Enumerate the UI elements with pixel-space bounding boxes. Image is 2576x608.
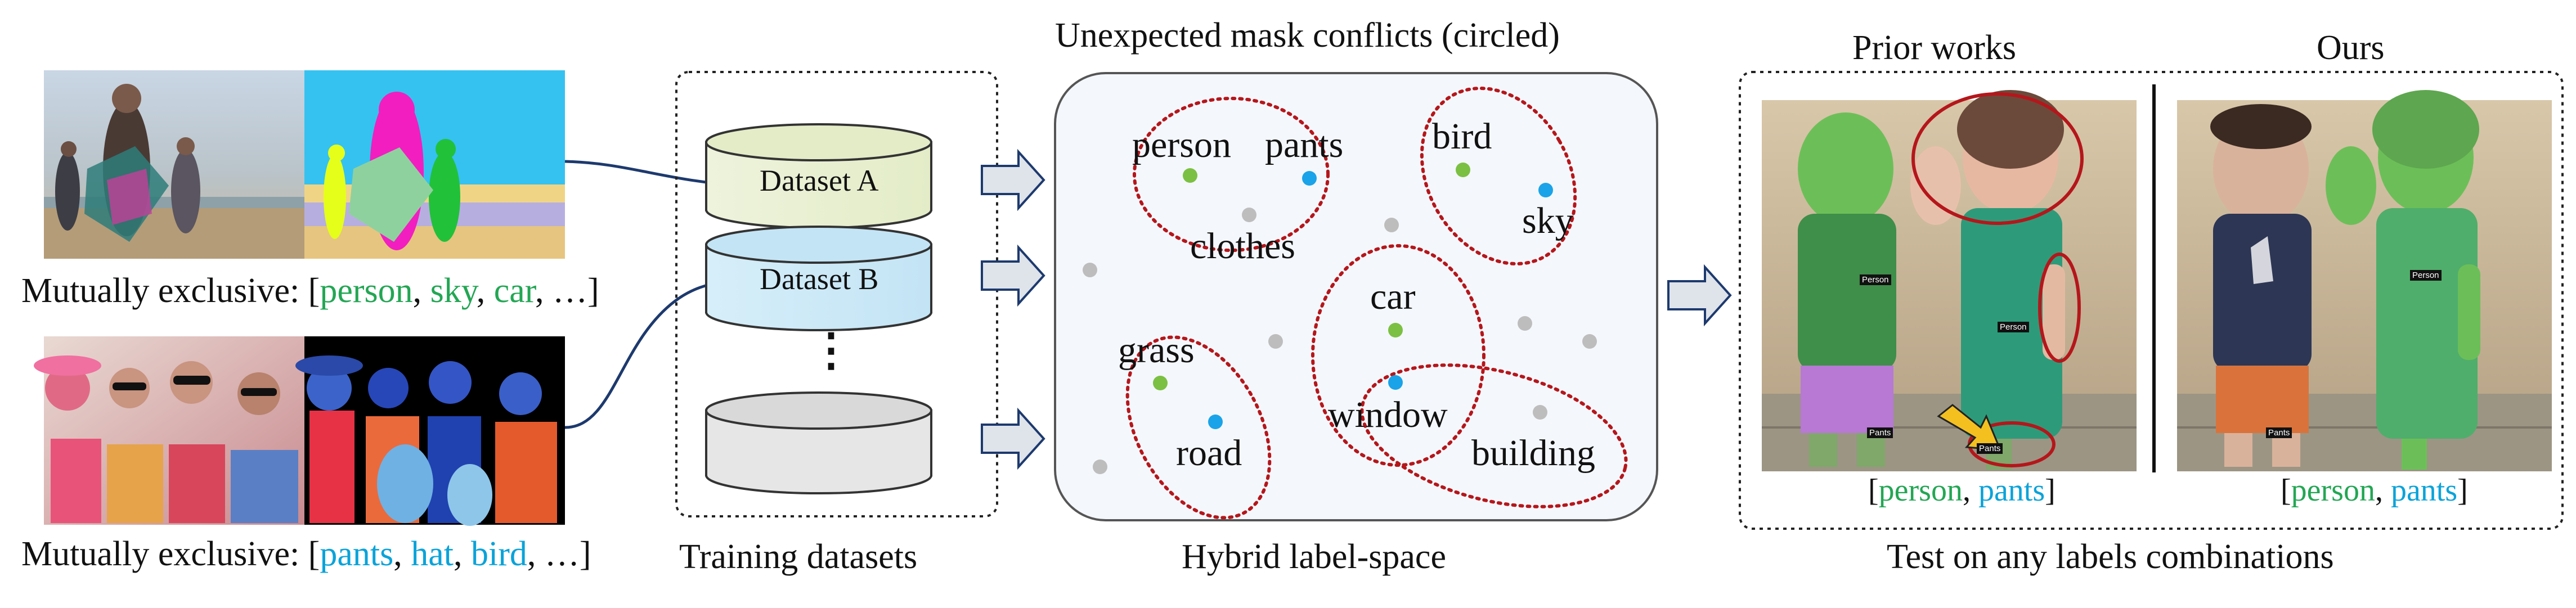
word-person: person (1132, 124, 1231, 165)
top-label-person: person (320, 272, 413, 310)
top-exclusive-caption: Mutually exclusive: [person, sky, car, …… (21, 271, 599, 311)
prior-tag-person-left: Person (1860, 274, 1891, 285)
prior-tag-pants-left: Pants (1867, 427, 1893, 438)
conflict-circle-grass-road (1125, 335, 1272, 520)
ours-caption-close: ] (2457, 473, 2468, 508)
bottom-caption-prefix: Mutually exclusive: [ (21, 535, 320, 573)
dot-gray-4 (1518, 316, 1532, 331)
dot-pants (1302, 171, 1317, 186)
top-caption-prefix: Mutually exclusive: [ (21, 272, 320, 310)
prior-caption-person: person (1878, 473, 1963, 508)
ours-caption-sep: , (2375, 473, 2391, 508)
dot-gray-2 (1083, 263, 1097, 277)
top-caption-suffix: , …] (535, 272, 599, 310)
dot-gray-6 (1533, 405, 1547, 420)
top-caption-sep-1: , (412, 272, 430, 310)
word-road: road (1176, 433, 1242, 474)
arrow-top (981, 148, 1045, 211)
ours-caption-pants: pants (2390, 473, 2458, 508)
test-caption: Test on any labels combinations (1887, 538, 2334, 576)
dataset-b-cylinder (705, 226, 932, 331)
prior-caption-sep: , (1962, 473, 1978, 508)
prior-caption-pants: pants (1978, 473, 2045, 508)
label-space-caption: Hybrid label-space (1182, 538, 1446, 576)
prior-caption-close: ] (2045, 473, 2056, 508)
dataset-b-label: Dataset B (760, 262, 879, 296)
label-space-title: Unexpected mask conflicts (circled) (1055, 16, 1560, 55)
word-building: building (1471, 433, 1596, 474)
dot-window (1388, 375, 1403, 390)
beach-mask (304, 70, 565, 259)
dot-grass (1153, 376, 1168, 390)
word-sky: sky (1522, 200, 1574, 241)
party-photo (34, 336, 304, 525)
prior-tag-person-right: Person (1998, 322, 2029, 332)
top-label-sky: sky (430, 272, 477, 310)
ours-caption-person: person (2291, 473, 2375, 508)
bottom-caption-sep-1: , (393, 535, 411, 573)
ours-tag-person: Person (2410, 270, 2442, 281)
top-caption-sep-2: , (476, 272, 494, 310)
prior-caption-open: [ (1868, 473, 1879, 508)
bottom-label-hat: hat (411, 535, 454, 573)
arrow-middle (981, 244, 1045, 307)
arrow-bottom (981, 407, 1045, 470)
results-box (1739, 71, 2564, 530)
bottom-caption-suffix: , …] (527, 535, 591, 573)
word-window: window (1328, 394, 1448, 435)
beach-photo (44, 70, 304, 259)
bottom-exclusive-caption: Mutually exclusive: [pants, hat, bird, …… (21, 534, 591, 574)
ours-caption-open: [ (2281, 473, 2291, 508)
ours-image (2177, 90, 2552, 471)
dot-sky (1538, 183, 1553, 197)
label-space-panel (1054, 72, 1658, 521)
dot-bird (1456, 163, 1470, 177)
conflict-circle-person-pants (1133, 97, 1330, 252)
bottom-label-pants: pants (320, 535, 394, 573)
conflict-circle-bird-sky (1420, 87, 1577, 265)
dataset-a-cylinder (705, 123, 932, 229)
empty-dataset-cylinder (705, 391, 932, 494)
prior-works-image (1762, 90, 2137, 471)
dot-gray-3 (1268, 334, 1283, 349)
ours-tag-pants: Pants (2266, 427, 2292, 438)
conflict-circle-window-building (1360, 363, 1628, 508)
word-bird: bird (1432, 116, 1492, 157)
word-car: car (1370, 276, 1416, 317)
training-datasets-caption: Training datasets (679, 538, 918, 576)
party-mask (295, 336, 565, 526)
word-clothes: clothes (1190, 226, 1295, 267)
ours-label-caption: [person, pants] (2281, 472, 2468, 508)
bottom-caption-sep-2: , (453, 535, 471, 573)
dot-clothes (1242, 208, 1256, 222)
word-pants: pants (1265, 124, 1344, 165)
prior-works-label-caption: [person, pants] (1868, 472, 2056, 508)
dot-gray-7 (1093, 460, 1107, 474)
more-datasets-ellipsis: ⋮ (809, 326, 854, 375)
dot-road (1208, 415, 1223, 429)
ours-title: Ours (2317, 29, 2385, 67)
prior-works-title: Prior works (1852, 29, 2017, 67)
arrow-to-results (1667, 264, 1732, 327)
dot-gray-5 (1582, 334, 1597, 349)
dataset-a-label: Dataset A (760, 164, 879, 197)
prior-tag-pants-right: Pants (1977, 443, 2003, 454)
word-grass: grass (1118, 330, 1195, 371)
top-label-car: car (493, 272, 535, 310)
dot-car (1388, 323, 1403, 337)
bottom-label-bird: bird (470, 535, 527, 573)
dot-person (1183, 168, 1197, 183)
dot-gray-1 (1384, 218, 1399, 232)
